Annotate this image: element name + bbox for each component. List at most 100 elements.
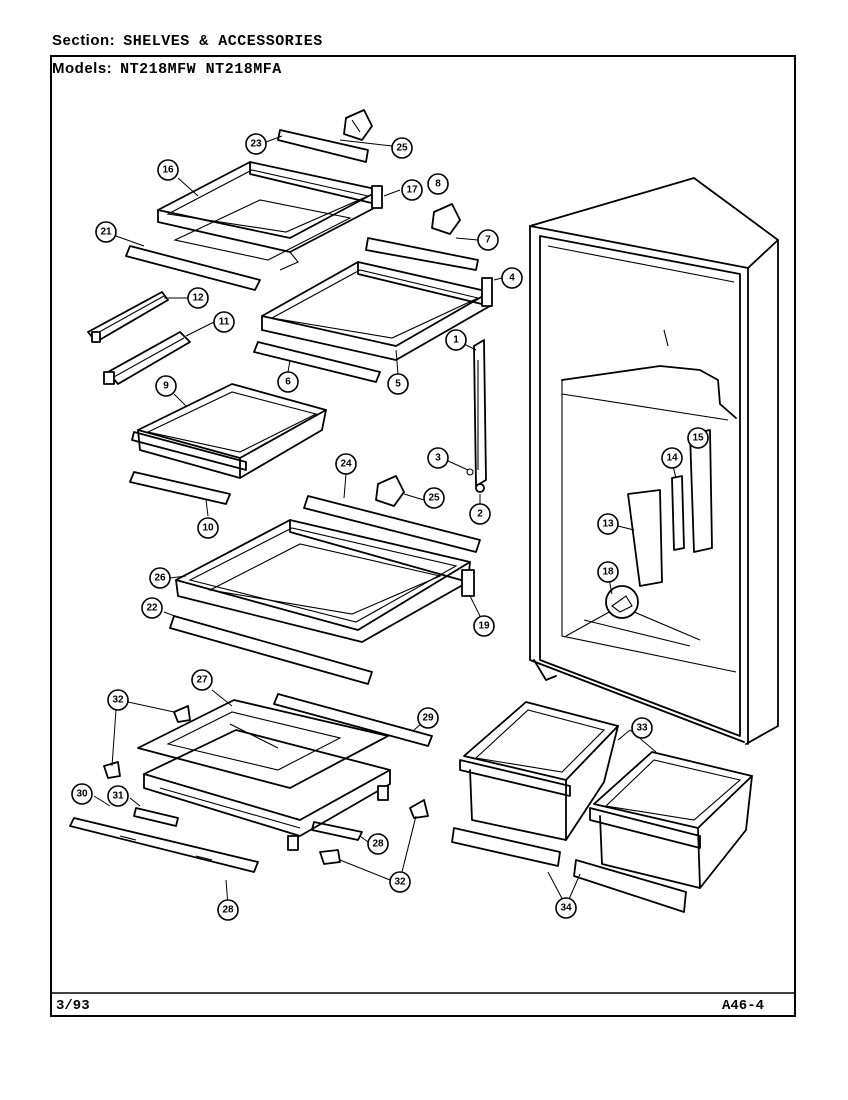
callout-19: 19 [473,615,495,637]
callout-10-label: 10 [202,523,214,534]
callout-33-label: 33 [636,723,648,734]
crisper-drawer-left [459,701,619,841]
callout-14-label: 14 [666,453,678,464]
callout-23: 23 [245,133,267,155]
callout-3: 3 [427,447,449,469]
glass-shelf-rear-trim [303,495,481,553]
callout-31-label: 31 [112,791,124,802]
deli-drawer-cover [129,471,231,505]
callout-25: 25 [391,137,413,159]
callout-17-label: 17 [406,185,418,196]
callout-5: 5 [387,373,409,395]
callout-32a: 32 [107,689,129,711]
callout-28b: 28 [217,899,239,921]
callout-15-label: 15 [692,433,704,444]
callout-11-label: 11 [219,317,230,328]
crisper-cover-side-trim [133,807,179,827]
callout-12: 12 [187,287,209,309]
callout-6: 6 [277,371,299,393]
callout-25b: 25 [423,487,445,509]
callout-7-label: 7 [485,235,491,246]
callout-25-label: 25 [396,143,408,154]
footer-date: 3/93 [56,998,90,1014]
middle-shelf-assembly [261,261,493,361]
callout-28b-label: 28 [222,905,234,916]
callout-27-label: 27 [196,675,208,686]
deli-drawer [131,383,327,479]
callout-4-label: 4 [509,273,515,284]
callout-7: 7 [477,229,499,251]
callout-1: 1 [445,329,467,351]
callout-26: 26 [149,567,171,589]
callout-23-label: 23 [250,139,262,150]
callout-32b: 32 [389,871,411,893]
callout-24-label: 24 [340,459,352,470]
callout-31: 31 [107,785,129,807]
callout-10: 10 [197,517,219,539]
callout-32a-label: 32 [112,695,124,706]
top-shelf-front-trim [125,245,261,291]
callout-34-label: 34 [560,903,572,914]
callout-8: 8 [427,173,449,195]
callout-9-label: 9 [163,381,169,392]
callout-16: 16 [157,159,179,181]
middle-shelf-rear-trim [365,237,479,271]
callout-29: 29 [417,707,439,729]
crisper-cover-front-trim [69,817,259,873]
crisper-cover-assembly [137,699,391,851]
callout-6-label: 6 [285,377,291,388]
refrigerator-cabinet [529,177,779,745]
shelf-support-12 [87,291,169,343]
crisper-cover-right-trim [311,821,363,841]
vertical-rail [466,339,487,493]
glass-shelf-clip [375,475,405,507]
callout-28a-label: 28 [372,839,384,850]
callout-34: 34 [555,897,577,919]
cover-brackets [103,705,429,865]
top-shelf-rear-trim [277,129,369,163]
crisper-drawer-covers [451,827,687,913]
callout-2: 2 [469,503,491,525]
callout-30-label: 30 [76,789,88,800]
callout-29-label: 29 [422,713,434,724]
callout-4: 4 [501,267,523,289]
light-bulb [605,585,639,619]
models-value: NT218MFW NT218MFA [120,61,282,78]
glass-shelf-assembly [175,519,475,643]
callout-12-label: 12 [192,293,204,304]
callout-22-label: 22 [146,603,158,614]
callout-11: 11 [213,311,235,333]
crisper-drawer-right [589,751,753,889]
callout-17: 17 [401,179,423,201]
callout-14: 14 [661,447,683,469]
shelf-support-11 [103,331,191,385]
footer-page-code: A46-4 [722,998,765,1014]
callout-18-label: 18 [602,567,614,578]
crisper-cover-rear-trim [273,693,433,747]
callout-33: 33 [631,717,653,739]
callout-21-label: 21 [100,227,112,238]
models-label: Models: [52,60,113,77]
callout-8-label: 8 [435,179,441,190]
callout-21: 21 [95,221,117,243]
callout-5-label: 5 [395,379,401,390]
callout-18: 18 [597,561,619,583]
callout-28a: 28 [367,833,389,855]
callout-13-label: 13 [602,519,614,530]
callout-3-label: 3 [435,453,441,464]
section-heading: Section: SHELVES & ACCESSORIES [52,32,323,50]
callout-16-label: 16 [162,165,174,176]
middle-shelf-clip [431,203,461,235]
callout-27: 27 [191,669,213,691]
callout-25b-label: 25 [428,493,440,504]
top-shelf-assembly [157,161,383,271]
callout-19-label: 19 [478,621,490,632]
callout-2-label: 2 [477,509,483,520]
callout-22: 22 [141,597,163,619]
section-value: SHELVES & ACCESSORIES [123,33,323,50]
section-label: Section: [52,32,116,49]
callout-30: 30 [71,783,93,805]
callout-13: 13 [597,513,619,535]
callout-9: 9 [155,375,177,397]
